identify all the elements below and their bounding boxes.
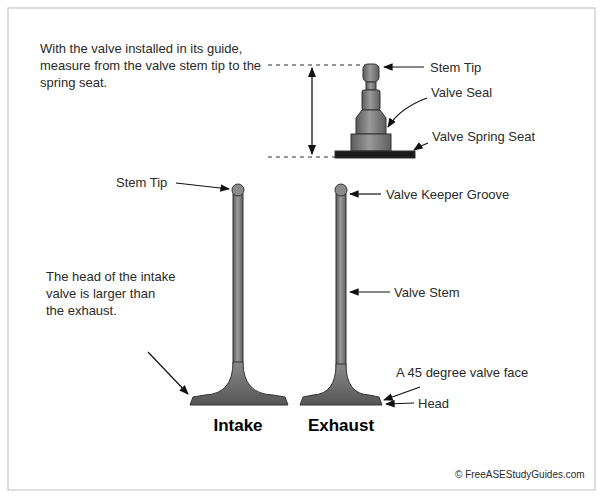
part-label: Stem Tip <box>116 174 167 191</box>
stem-tip <box>363 64 379 82</box>
measurement-note: With the valve installed in its guide, m… <box>40 40 275 91</box>
leader-arrow <box>414 143 428 150</box>
part-label: Valve Spring Seat <box>432 128 535 145</box>
leader-arrow <box>388 98 427 127</box>
part-label: Valve Stem <box>394 284 460 301</box>
leader-arrow <box>350 193 381 194</box>
valve-seal <box>356 110 386 134</box>
leader-arrow <box>384 66 424 67</box>
dimension-extension <box>268 157 335 158</box>
frame-border <box>8 8 595 490</box>
part-label: A 45 degree valve face <box>396 364 528 381</box>
valve-stem <box>336 194 346 366</box>
seal-base <box>351 134 391 151</box>
part-label: Stem Tip <box>430 59 481 76</box>
spring-seat <box>335 151 415 158</box>
leader-arrow <box>350 291 390 292</box>
leader-arrow <box>148 352 188 394</box>
stem-tip <box>335 184 347 196</box>
dimension-extension <box>268 65 365 66</box>
intake-valve <box>190 184 288 405</box>
leader-arrow <box>176 183 229 189</box>
retainer <box>362 90 380 110</box>
leaders <box>148 67 428 404</box>
leader-arrow <box>386 403 414 404</box>
part-label: Valve Seal <box>431 84 492 101</box>
valve-head <box>190 362 288 405</box>
part-label: Head <box>418 395 449 412</box>
comparison-note: The head of the intake valve is larger t… <box>46 268 176 319</box>
dimension-arrow <box>311 68 312 154</box>
valve-stem <box>233 194 243 364</box>
exhaust-valve <box>300 184 382 405</box>
watermark: © FreeASEStudyGuides.com <box>455 468 585 482</box>
valve-caption: Exhaust <box>308 415 374 436</box>
part-label: Valve Keeper Groove <box>386 186 509 203</box>
stem-tip <box>232 184 244 196</box>
leader-arrow <box>384 387 420 400</box>
valve-head <box>300 364 382 405</box>
keeper-groove <box>366 82 376 90</box>
valve-caption: Intake <box>213 415 262 436</box>
